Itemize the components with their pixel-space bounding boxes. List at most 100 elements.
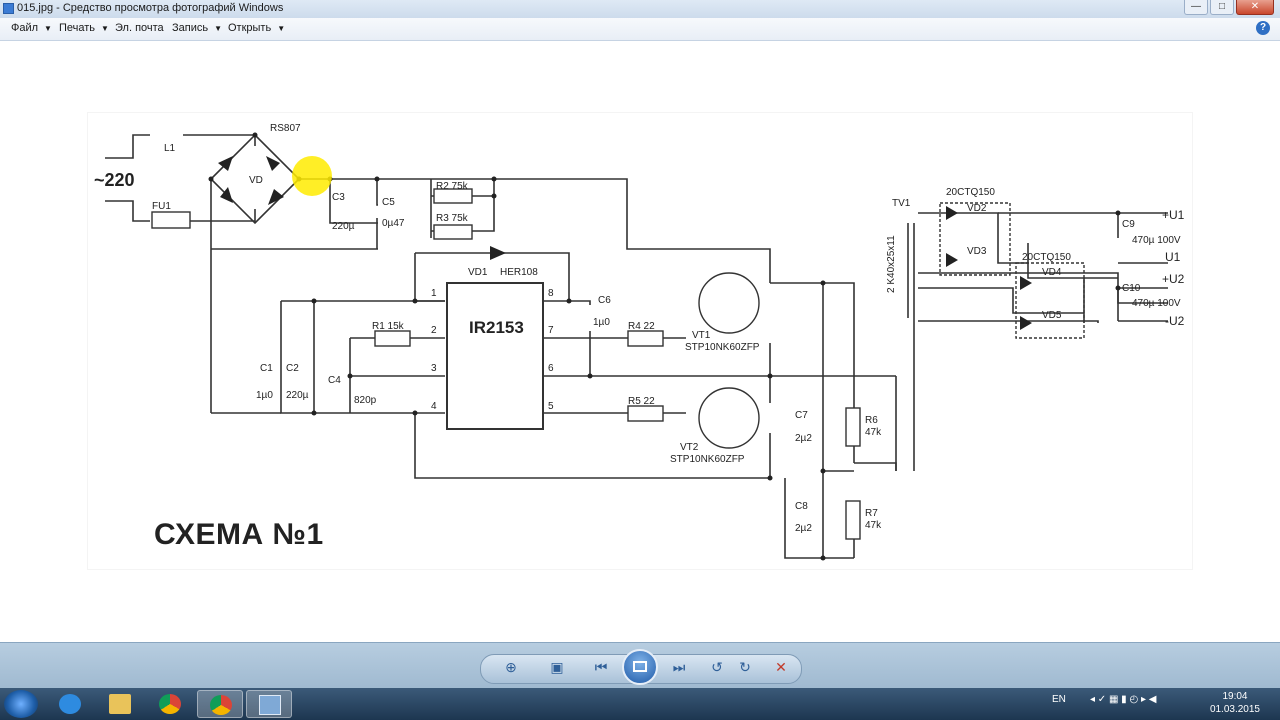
label-u1: U1: [1165, 250, 1181, 264]
photo-viewer-icon: [259, 695, 281, 715]
label-vd5: VD5: [1042, 310, 1062, 321]
label-l1: L1: [164, 143, 176, 154]
schematic-image: RS807 L1 ~220 VD FU1 C3 220µ C5 0µ47 R2 …: [88, 113, 1192, 569]
mosfet-vt1: [698, 272, 760, 334]
label-ir2153: IR2153: [469, 318, 524, 337]
fuse-fu1: [151, 211, 191, 229]
label-pin3: 3: [431, 363, 437, 374]
label-c10-value: 470µ 100V: [1132, 298, 1181, 309]
resistor-r7: [845, 500, 861, 540]
label-r1: R1 15k: [372, 321, 405, 332]
menu-email[interactable]: Эл. почта: [115, 22, 164, 34]
wires: [105, 133, 1168, 559]
mosfet-vt2: [698, 387, 760, 449]
menu-file[interactable]: Файл▼: [11, 22, 52, 34]
label-pin2: 2: [431, 325, 437, 336]
resistor-r3: [433, 224, 473, 240]
rotate-right-icon[interactable]: ↻: [739, 659, 751, 675]
label-vt1-model: STP10NK60ZFP: [685, 342, 760, 353]
taskbar-ie[interactable]: [47, 690, 93, 718]
components: [151, 188, 1085, 540]
label-c8: C8: [795, 501, 808, 512]
label-pin6: 6: [548, 363, 554, 374]
label-c4: C4: [328, 375, 341, 386]
language-indicator[interactable]: EN: [1052, 694, 1066, 705]
taskbar-chrome-2[interactable]: [197, 690, 243, 718]
resistor-r6: [845, 407, 861, 447]
label-c9-value: 470µ 100V: [1132, 235, 1181, 246]
taskbar-chrome-1[interactable]: [147, 690, 193, 718]
delete-icon[interactable]: ✕: [775, 659, 787, 675]
label-c7: C7: [795, 410, 808, 421]
labels: RS807 L1 ~220 VD FU1 C3 220µ C5 0µ47 R2 …: [94, 123, 1185, 534]
chrome-icon: [210, 695, 232, 715]
resistor-r4: [627, 330, 664, 347]
label-c5-value: 0µ47: [382, 218, 405, 229]
label-r4: R4 22: [628, 321, 655, 332]
slideshow-icon: [633, 661, 647, 672]
label-20ctq150-2: 20CTQ150: [1022, 252, 1071, 263]
menu-print[interactable]: Печать▼: [59, 22, 109, 34]
label-ac-input: ~220: [94, 170, 135, 190]
next-icon[interactable]: ⏭: [672, 659, 686, 675]
label-vt2-model: STP10NK60ZFP: [670, 454, 745, 465]
label-c2-value: 220µ: [286, 390, 309, 401]
label-pin7: 7: [548, 325, 554, 336]
resistor-r2: [433, 188, 473, 204]
chevron-down-icon: ▼: [277, 24, 286, 33]
label-pin1: 1: [431, 288, 437, 299]
menu-open[interactable]: Открыть▼: [228, 22, 286, 34]
clock-time: 19:04: [1222, 691, 1248, 702]
previous-icon[interactable]: ⏮: [594, 659, 608, 675]
label-pin8: 8: [548, 288, 554, 299]
folder-icon: [109, 694, 131, 714]
label-vd1: VD1: [468, 267, 488, 278]
label-pin4: 4: [431, 401, 437, 412]
label-c8-value: 2µ2: [795, 523, 812, 534]
label-c9: C9: [1122, 219, 1135, 230]
label-r7-value: 47k: [865, 520, 882, 531]
title-bar: 015.jpg - Средство просмотра фотографий …: [0, 0, 1280, 19]
schematic-title: СХЕМА №1: [154, 518, 324, 551]
clock-date: 01.03.2015: [1209, 704, 1260, 715]
label-c5: C5: [382, 197, 395, 208]
window-controls: — □ ✕: [1184, 0, 1274, 16]
maximize-button[interactable]: □: [1210, 0, 1234, 15]
rotate-left-icon[interactable]: ↺: [711, 659, 723, 675]
label-vd3: VD3: [967, 246, 987, 257]
help-icon[interactable]: ?: [1256, 21, 1270, 35]
label-r6-value: 47k: [865, 427, 882, 438]
menu-burn[interactable]: Запись▼: [172, 22, 223, 34]
slideshow-button[interactable]: [622, 649, 658, 685]
clock[interactable]: 19:04 01.03.2015: [1210, 690, 1260, 716]
label-vt1: VT1: [692, 330, 711, 341]
label-c6-value: 1µ0: [593, 317, 610, 328]
label-fu1: FU1: [152, 201, 171, 212]
label-c2: C2: [286, 363, 299, 374]
ic-ir2153: [446, 282, 544, 430]
label-c3-value: 220µ: [332, 221, 355, 232]
zoom-icon[interactable]: ⊕: [505, 659, 517, 675]
label-vd2: VD2: [967, 203, 987, 214]
label-r2: R2 75k: [436, 181, 469, 192]
minimize-button[interactable]: —: [1184, 0, 1208, 15]
label-minus-u2: -U2: [1165, 314, 1185, 328]
close-button[interactable]: ✕: [1236, 0, 1274, 15]
taskbar-photo-viewer[interactable]: [246, 690, 292, 718]
label-c4-value: 820p: [354, 395, 377, 406]
chevron-down-icon: ▼: [44, 24, 52, 33]
label-vd: VD: [249, 175, 263, 186]
ie-icon: [59, 694, 81, 714]
menu-bar: Файл▼ Печать▼ Эл. почта Запись▼ Открыть▼…: [0, 18, 1280, 41]
label-c6: C6: [598, 295, 611, 306]
diodes-and-nodes: [208, 132, 1121, 561]
label-c1-value: 1µ0: [256, 390, 273, 401]
chevron-down-icon: ▼: [214, 24, 223, 33]
tray-icons[interactable]: ◂ ✓ ▦ ▮ ◴ ▸ ◀: [1090, 694, 1157, 705]
actual-size-icon[interactable]: ▣: [550, 659, 564, 675]
start-button[interactable]: [4, 690, 38, 718]
label-20ctq150-1: 20CTQ150: [946, 187, 995, 198]
taskbar-explorer[interactable]: [97, 690, 143, 718]
label-pin5: 5: [548, 401, 554, 412]
label-her108: HER108: [500, 267, 538, 278]
